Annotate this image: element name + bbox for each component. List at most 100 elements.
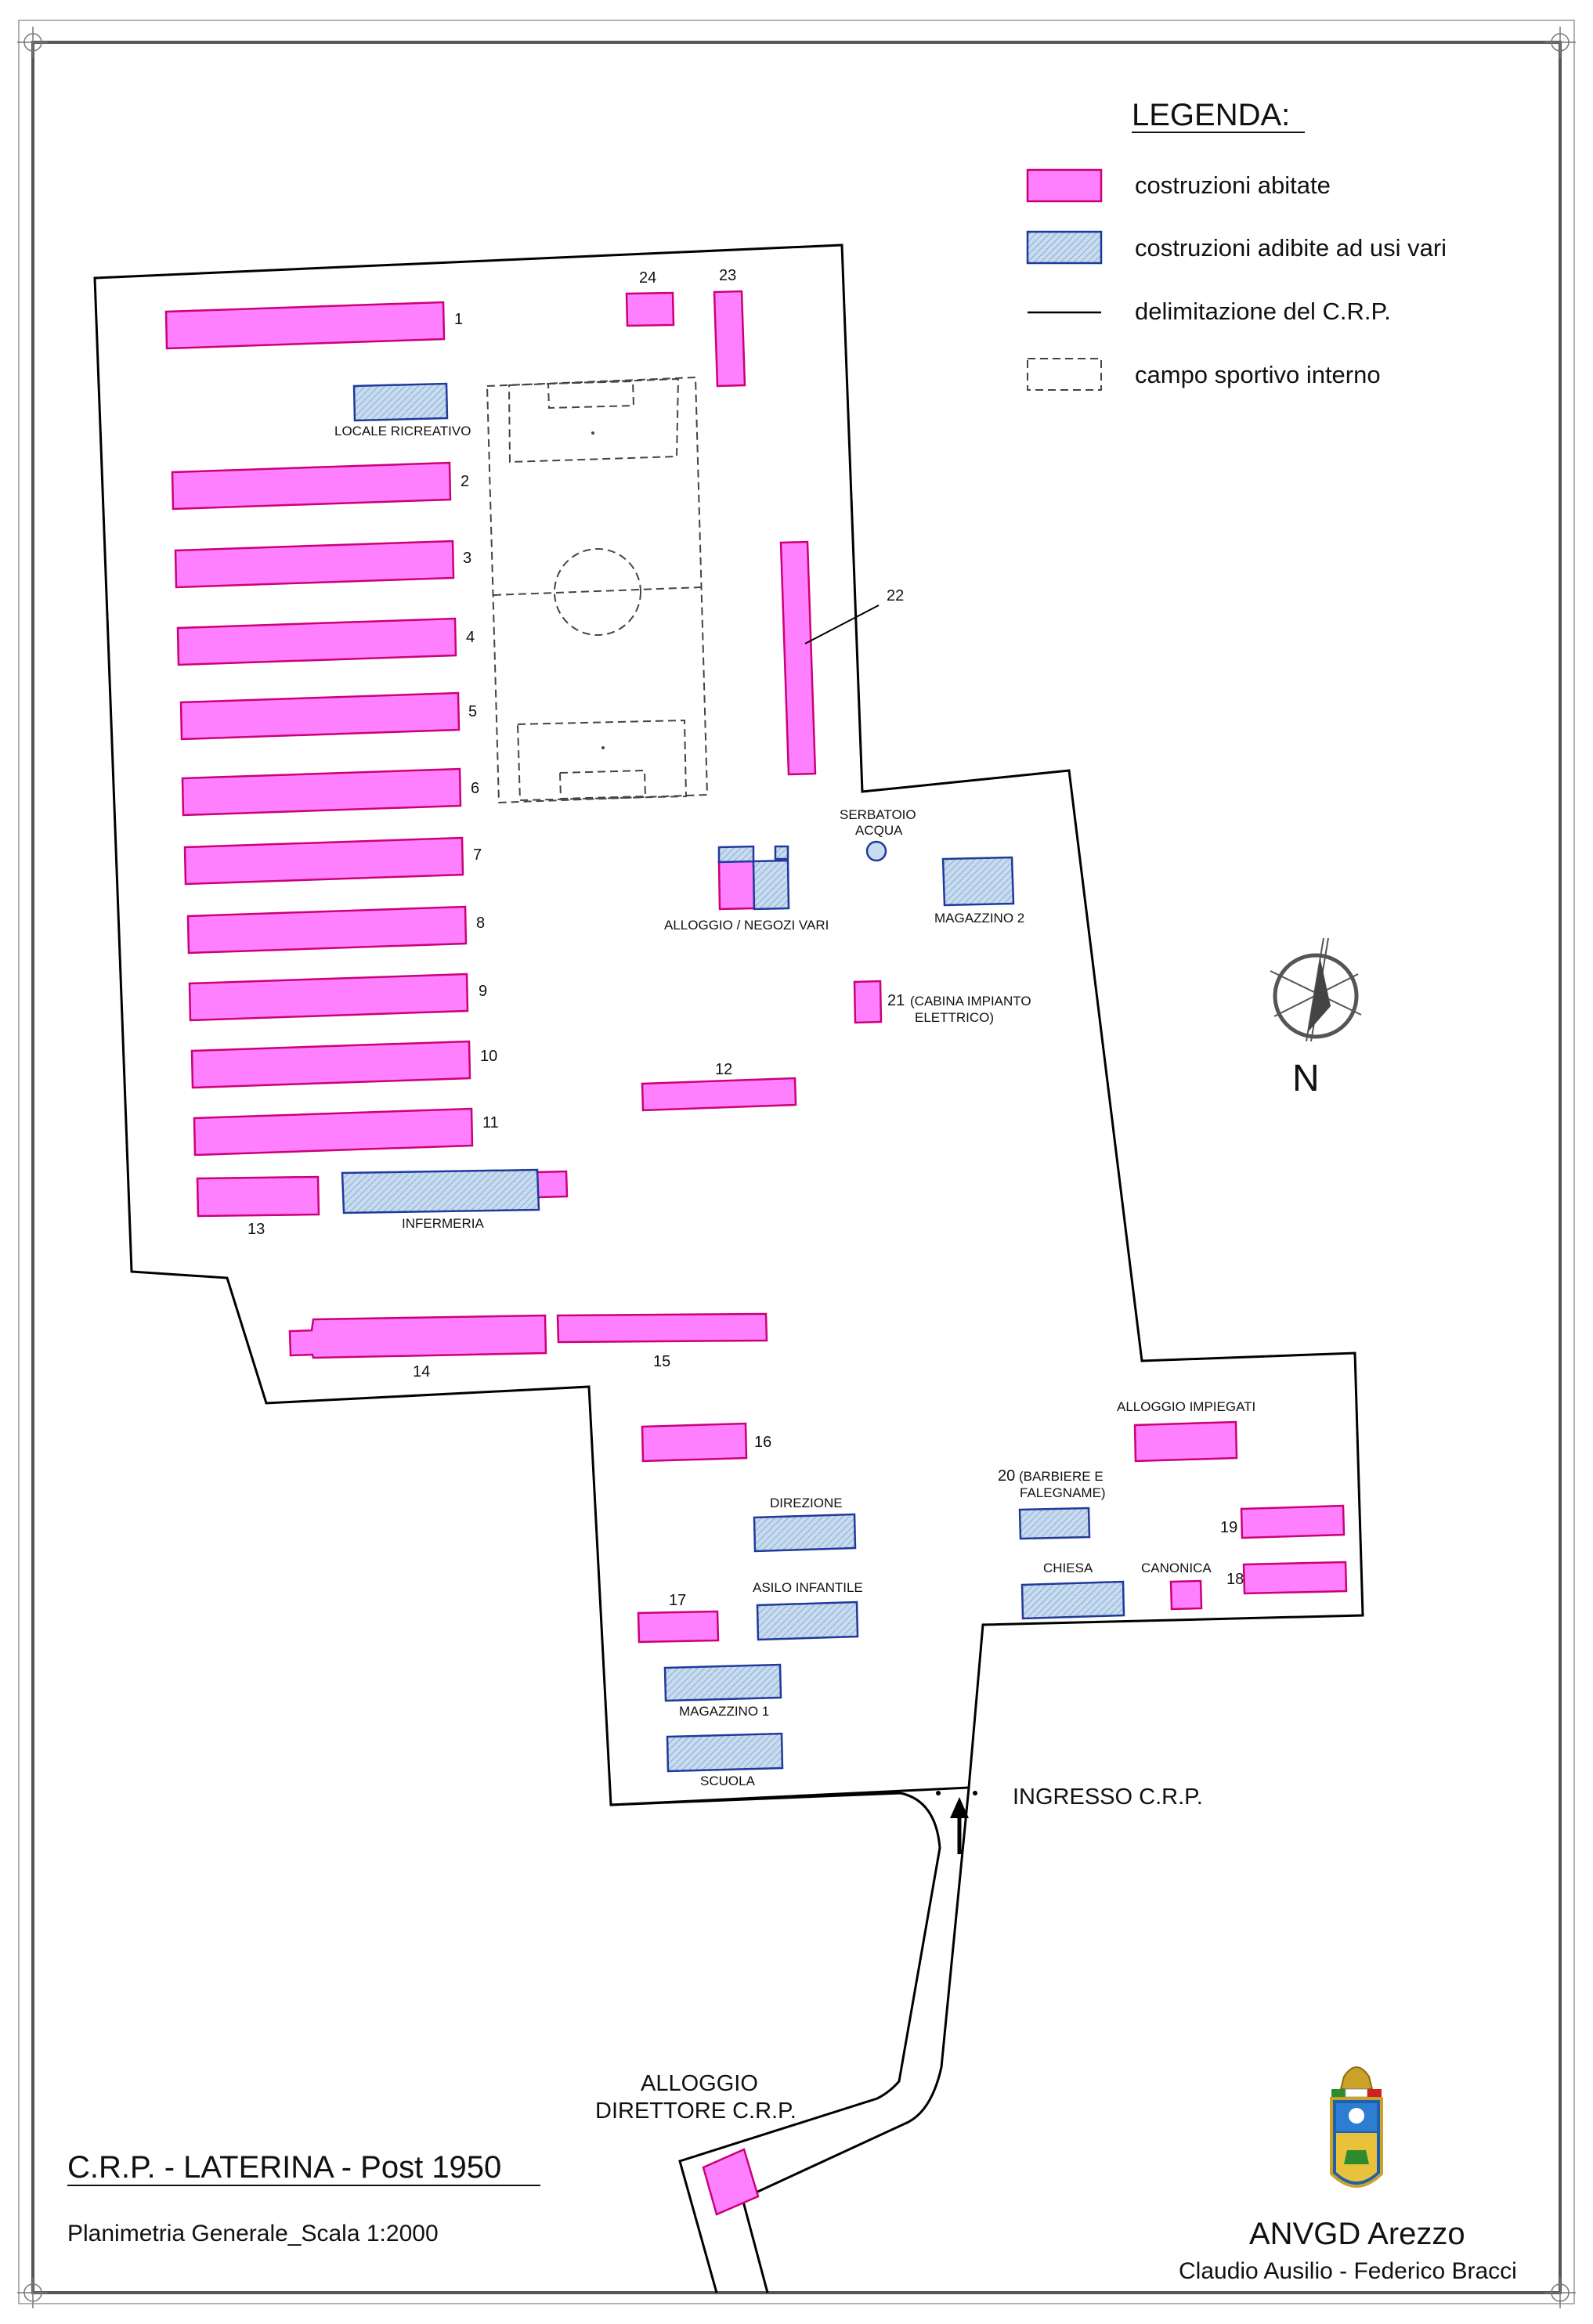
label-14: 14 xyxy=(413,1363,430,1380)
building-12 xyxy=(641,1077,797,1112)
alloggio-direttore-label-1: ALLOGGIO xyxy=(641,2071,758,2096)
building-24 xyxy=(625,291,675,327)
coat-of-arms-icon xyxy=(1330,2066,1383,2188)
infermeria-annex xyxy=(536,1170,569,1199)
field-penalty-spot xyxy=(601,746,605,749)
label-23: 23 xyxy=(719,267,736,284)
label-magazzino-2: MAGAZZINO 2 xyxy=(934,911,1024,926)
alloggio-negozi-small xyxy=(774,845,789,861)
camp-boundary xyxy=(93,244,1364,1806)
page-subtitle: Planimetria Generale_Scala 1:2000 xyxy=(67,2221,439,2246)
label-asilo-infantile: ASILO INFANTILE xyxy=(753,1580,863,1595)
building-11 xyxy=(193,1107,474,1157)
building-1 xyxy=(164,301,446,350)
label-18: 18 xyxy=(1226,1571,1244,1588)
magazzino-1 xyxy=(663,1663,782,1702)
entrance-arrow-icon xyxy=(936,1791,977,1854)
label-direzione: DIREZIONE xyxy=(770,1496,843,1510)
building-2 xyxy=(171,461,452,511)
building-7 xyxy=(183,836,464,886)
asilo-infantile xyxy=(756,1600,859,1641)
building-8 xyxy=(186,905,468,955)
label-12: 12 xyxy=(715,1061,732,1078)
label-19: 19 xyxy=(1220,1519,1237,1536)
building-23 xyxy=(713,290,746,388)
sheet-frame xyxy=(17,20,1576,2308)
service-buildings xyxy=(341,382,1125,1773)
building-6 xyxy=(181,767,462,817)
building-22 xyxy=(779,540,817,776)
building-13 xyxy=(196,1175,320,1218)
authors: Claudio Ausilio - Federico Bracci xyxy=(1179,2258,1517,2284)
building-18 xyxy=(1242,1561,1348,1595)
label-20-note-1: (BARBIERE E xyxy=(1019,1469,1104,1484)
legend: LEGENDA: costruzioni abitate costruzioni… xyxy=(1026,98,1447,391)
label-infermeria: INFERMERIA xyxy=(402,1216,485,1231)
north-label: N xyxy=(1292,1058,1320,1099)
label-locale-ricreativo: LOCALE RICREATIVO xyxy=(334,424,471,438)
org-name: ANVGD Arezzo xyxy=(1249,2217,1465,2251)
label-22: 22 xyxy=(887,587,904,604)
alloggio-negozi-residential xyxy=(717,859,756,911)
label-7: 7 xyxy=(473,846,482,864)
field-penalty-spot xyxy=(591,431,594,435)
label-11: 11 xyxy=(482,1114,499,1131)
direzione xyxy=(753,1513,857,1553)
label-15: 15 xyxy=(653,1353,670,1370)
label-scuola: SCUOLA xyxy=(700,1774,756,1788)
leader-line-22 xyxy=(804,604,880,644)
label-canonica: CANONICA xyxy=(1141,1561,1212,1575)
alloggio-direttore xyxy=(702,2148,760,2216)
canonica xyxy=(1169,1579,1203,1611)
legend-swatch-service xyxy=(1026,230,1103,265)
legend-swatch-residential xyxy=(1026,168,1103,203)
label-5: 5 xyxy=(468,703,477,720)
label-21-note-2: ELETTRICO) xyxy=(915,1010,994,1025)
building-19 xyxy=(1240,1504,1346,1539)
label-3: 3 xyxy=(463,550,471,567)
page-title: C.R.P. - LATERINA - Post 1950 xyxy=(67,2150,501,2185)
access-road xyxy=(610,1787,970,2293)
alloggio-impiegati xyxy=(1133,1420,1238,1463)
legend-label-boundary: delimitazione del C.R.P. xyxy=(1135,298,1391,325)
label-10: 10 xyxy=(480,1048,497,1065)
label-17: 17 xyxy=(669,1592,686,1609)
alloggio-direttore-label-2: DIRETTORE C.R.P. xyxy=(595,2098,796,2124)
label-2: 2 xyxy=(461,473,469,490)
alloggio-negozi-top xyxy=(717,845,755,864)
label-chiesa: CHIESA xyxy=(1043,1561,1093,1575)
scuola xyxy=(666,1732,784,1773)
label-alloggio-negozi: ALLOGGIO / NEGOZI VARI xyxy=(664,918,829,933)
water-tank xyxy=(865,840,887,862)
magazzino-2 xyxy=(941,856,1015,907)
building-3 xyxy=(174,540,455,589)
building-10 xyxy=(190,1040,471,1089)
legend-label-service: costruzioni adibite ad usi vari xyxy=(1135,234,1447,262)
building-20 xyxy=(1018,1507,1091,1540)
building-14 xyxy=(288,1314,547,1359)
building-15 xyxy=(556,1312,768,1344)
label-8: 8 xyxy=(476,915,485,932)
locale-ricreativo xyxy=(352,382,449,422)
label-alloggio-impiegati: ALLOGGIO IMPIEGATI xyxy=(1117,1399,1255,1414)
legend-label-field: campo sportivo interno xyxy=(1135,361,1381,388)
label-serbatoio-2: ACQUA xyxy=(855,823,903,838)
label-20: 20 xyxy=(998,1467,1015,1485)
label-21-note-1: (CABINA IMPIANTO xyxy=(910,994,1031,1009)
label-24: 24 xyxy=(639,269,656,287)
label-magazzino-1: MAGAZZINO 1 xyxy=(679,1704,769,1719)
legend-swatch-field xyxy=(1027,358,1102,391)
label-20-note-2: FALEGNAME) xyxy=(1020,1485,1106,1500)
chiesa xyxy=(1020,1580,1125,1620)
facility-labels: LOCALE RICREATIVO SERBATOIO ACQUA ALLOGG… xyxy=(334,424,1255,1788)
infermeria xyxy=(341,1168,540,1214)
building-9 xyxy=(188,973,469,1022)
building-17 xyxy=(637,1610,720,1644)
label-9: 9 xyxy=(479,983,487,1000)
building-number-labels: 1 2 3 4 5 6 7 8 9 10 11 12 13 14 15 16 1… xyxy=(247,267,1244,1609)
label-1: 1 xyxy=(454,311,463,328)
sports-field xyxy=(486,376,709,804)
building-5 xyxy=(179,691,461,741)
building-16 xyxy=(641,1422,748,1463)
